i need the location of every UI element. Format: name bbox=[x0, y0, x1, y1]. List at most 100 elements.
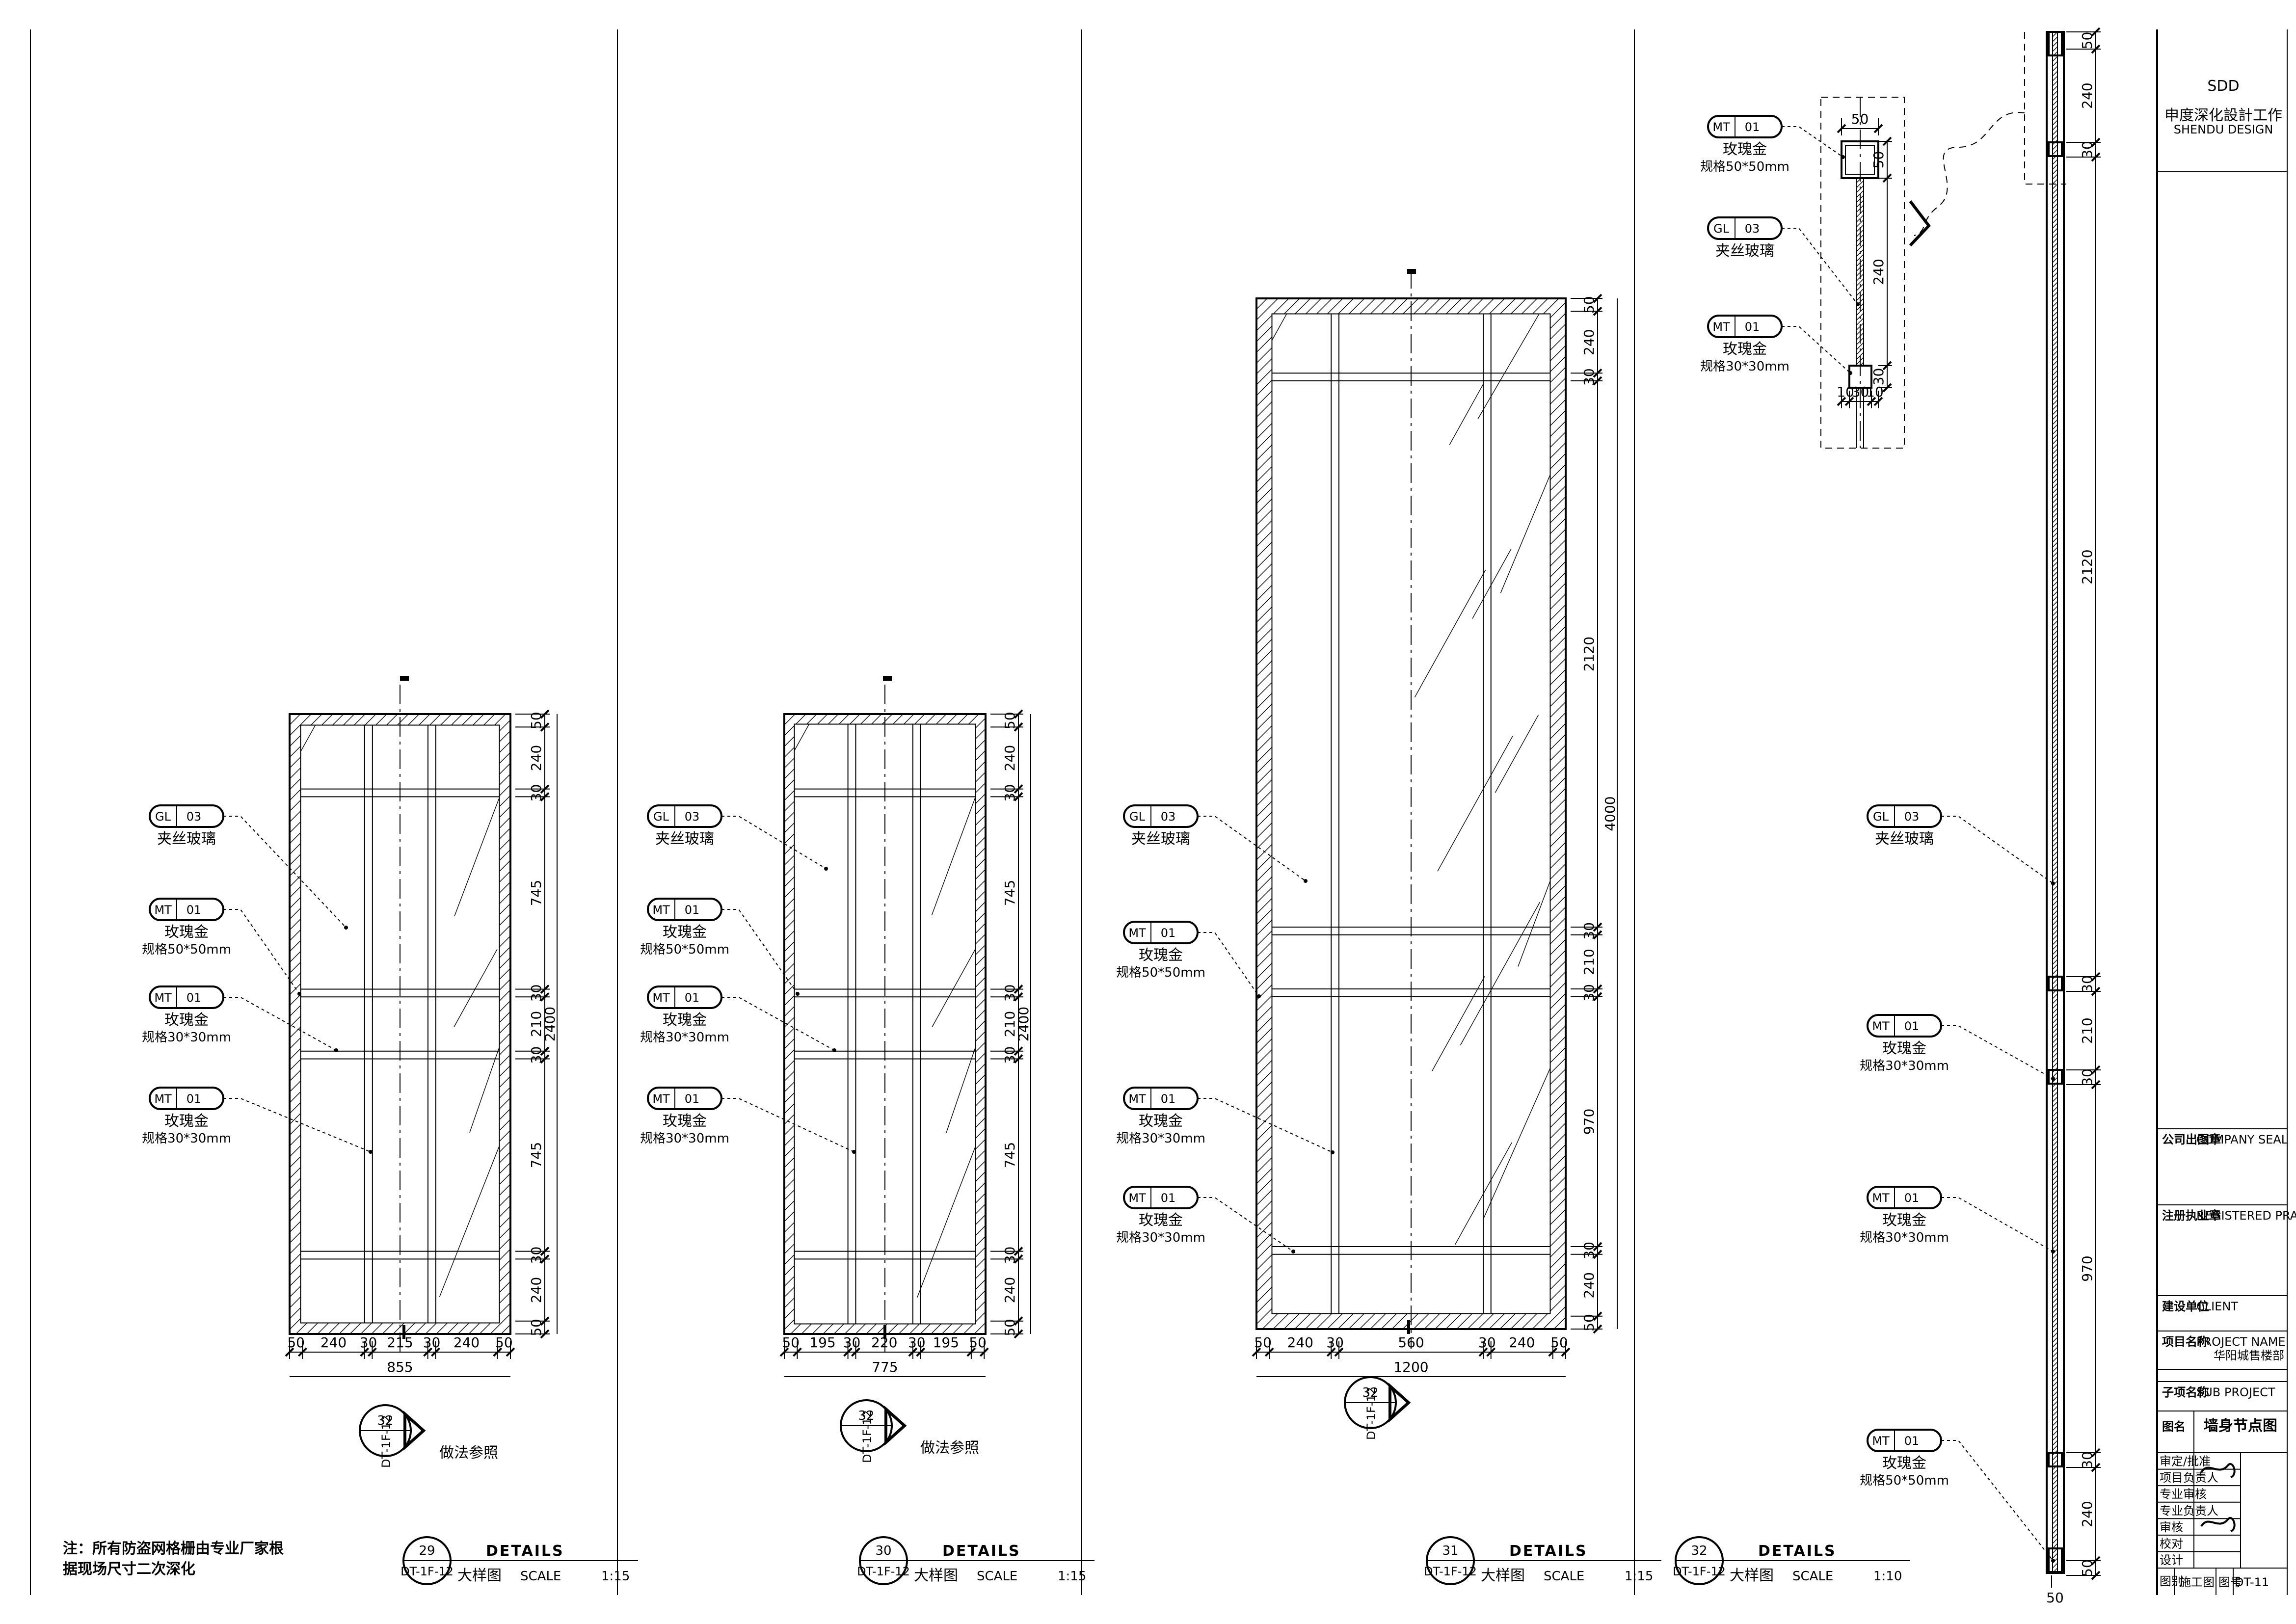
hatch-line bbox=[2053, 287, 2057, 293]
section-sheet: DT-1F-12 bbox=[860, 1410, 874, 1463]
tag-material-name: 夹丝玻璃 bbox=[1875, 830, 1934, 848]
sheet-frame bbox=[30, 29, 1635, 1595]
hatch-line bbox=[2053, 375, 2057, 381]
hatch-line bbox=[1890, 178, 2077, 366]
leader-dot bbox=[2051, 1077, 2055, 1081]
hatch-line bbox=[1856, 185, 1864, 193]
phase-label: 图别 bbox=[2160, 1574, 2183, 1588]
dimension-text: 30 bbox=[2079, 1068, 2095, 1086]
dimension-text: 10 bbox=[1866, 384, 1884, 400]
dimension-text: 50 bbox=[1870, 151, 1887, 169]
hatch-line bbox=[1256, 874, 1566, 1184]
hatch-line bbox=[1997, 298, 2296, 1329]
hatch-line bbox=[1781, 298, 2296, 1329]
leader-dot bbox=[796, 992, 800, 996]
tag-code: GL bbox=[653, 810, 669, 824]
overall-dim-text: 2400 bbox=[542, 1007, 558, 1041]
hatch-line bbox=[2053, 360, 2057, 366]
hatch-line bbox=[1536, 714, 2156, 1334]
tag-number: 01 bbox=[187, 991, 202, 1005]
vertical-mullion bbox=[847, 723, 856, 1325]
section-sheet: DT-1F-12 bbox=[379, 1415, 393, 1468]
dimension-text: 30 bbox=[1326, 1334, 1344, 1351]
scale-label: SCALE bbox=[1792, 1569, 1833, 1584]
leader-dot bbox=[1304, 879, 1308, 883]
leader-line bbox=[1782, 126, 1843, 158]
hatch-line bbox=[1391, 1155, 1566, 1329]
hatch-line bbox=[2012, 178, 2200, 366]
tag-spec: 规格30*30mm bbox=[640, 1131, 729, 1146]
tag-code: MT bbox=[154, 903, 172, 917]
leader-dot bbox=[334, 1048, 338, 1052]
hatch-line bbox=[1899, 178, 2087, 366]
phase-value: 施工图 bbox=[2179, 1575, 2215, 1589]
leader-line bbox=[223, 997, 337, 1051]
sheet-number: DT-11 bbox=[2235, 1575, 2269, 1589]
detail-sheet: DT-1F-12 bbox=[400, 1565, 454, 1578]
hatch-line bbox=[2180, 298, 2296, 1329]
hatch-line bbox=[1673, 298, 2296, 1329]
tag-spec: 规格50*50mm bbox=[1860, 1473, 1949, 1488]
vertical-mullion bbox=[364, 724, 373, 1324]
tag-number: 01 bbox=[685, 903, 700, 917]
hatch-line bbox=[290, 714, 398, 823]
hatch-line bbox=[1975, 298, 2296, 1329]
hatch-line bbox=[1880, 178, 2067, 366]
dimension-text: 30 bbox=[2079, 141, 2095, 159]
hatch-line bbox=[1445, 1209, 1566, 1329]
glass-stroke bbox=[454, 949, 498, 1027]
hatch-line bbox=[2053, 561, 2057, 567]
hatch-line bbox=[1256, 518, 1566, 828]
hatch-line bbox=[1870, 178, 2057, 366]
hatch-line bbox=[1986, 298, 2296, 1329]
general-note-line1: 注：所有防盗网格栅由专业厂家根 bbox=[63, 1540, 284, 1557]
dimension-text: 210 bbox=[2079, 1017, 2095, 1043]
dimension-text: 30 bbox=[2079, 1451, 2095, 1469]
hatch-line bbox=[1256, 507, 1566, 817]
leader-line bbox=[1782, 228, 1858, 305]
hatch-line bbox=[1256, 298, 1441, 482]
hatch-line bbox=[1856, 298, 2296, 1329]
tag-number: 01 bbox=[1161, 1191, 1176, 1205]
field-label-en: CLIENT bbox=[2196, 1300, 2238, 1313]
overall-dim-text: 855 bbox=[387, 1359, 413, 1375]
hatch-line bbox=[1553, 1317, 1566, 1329]
tag-number: 01 bbox=[1161, 926, 1176, 940]
glass-stroke bbox=[1472, 549, 1512, 619]
hatch-line bbox=[2053, 458, 2057, 464]
hatch-line bbox=[2053, 404, 2057, 410]
tag-code: MT bbox=[1872, 1434, 1890, 1448]
dimension-text: 30 bbox=[843, 1334, 861, 1351]
door-elevation bbox=[783, 685, 2156, 1354]
leader-line bbox=[223, 909, 300, 994]
tag-number: 03 bbox=[685, 810, 700, 824]
glass-stroke bbox=[932, 949, 976, 1027]
role-label: 审定/批准 bbox=[2160, 1455, 2211, 1468]
hatch-line bbox=[1978, 178, 2165, 366]
leader-line bbox=[1941, 1025, 2054, 1079]
field-label: 项目名称 bbox=[2162, 1335, 2209, 1349]
section-profile bbox=[2048, 1547, 2063, 1573]
hatch-line bbox=[1499, 1263, 1566, 1329]
hatch bbox=[1856, 178, 2200, 366]
glass-strokes bbox=[794, 724, 976, 1298]
hatch-line bbox=[784, 1031, 986, 1233]
glass-stroke bbox=[946, 1047, 976, 1133]
dimension-text: 50 bbox=[969, 1334, 987, 1351]
overall-dim-text: 2400 bbox=[1015, 1007, 1032, 1041]
hatch-line bbox=[468, 1292, 510, 1334]
hatch-line bbox=[1934, 178, 2121, 366]
hatch-line bbox=[2223, 298, 2296, 1329]
scale-value: 1:15 bbox=[601, 1569, 630, 1584]
hatch-line bbox=[0, 714, 290, 1334]
